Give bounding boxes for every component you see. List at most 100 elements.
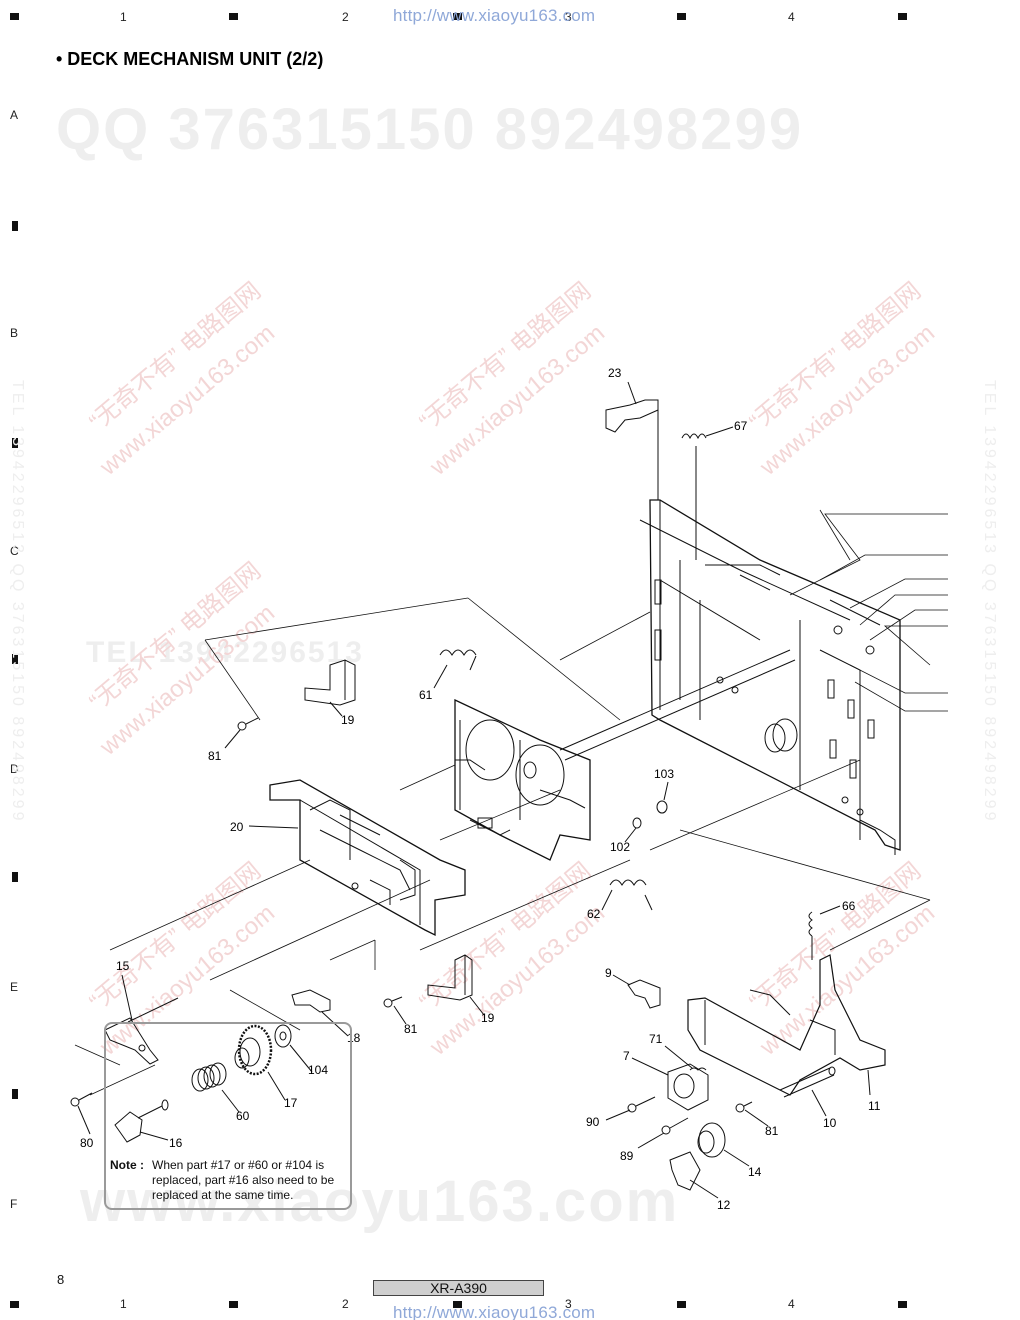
spring-71 (689, 1067, 707, 1071)
shaft-10 (779, 1066, 836, 1098)
callout-62: 62 (587, 907, 601, 921)
callout-10: 10 (823, 1116, 837, 1130)
callout-90: 90 (586, 1115, 600, 1129)
callout-19-upper: 19 (341, 713, 355, 727)
note-label: Note : (110, 1158, 144, 1172)
callout-81-lower: 81 (404, 1022, 418, 1036)
reference-lines (789, 513, 948, 712)
slide-lever-19-lower (427, 954, 473, 1001)
note-text: When part #17 or #60 or #104 is replaced… (152, 1158, 335, 1202)
gear-17 (234, 1024, 273, 1076)
knob-16 (114, 1099, 169, 1143)
spring-66 (808, 911, 813, 960)
grid-marker (677, 1301, 686, 1308)
replacement-note: Note : When part #17 or #60 or #104 is r… (110, 1158, 350, 1202)
roller-14 (697, 1122, 726, 1158)
bracket-23 (605, 399, 659, 500)
spring-60 (191, 1062, 227, 1092)
grid-row-d: D (10, 762, 19, 776)
solenoid-7 (667, 1063, 709, 1111)
grid-marker (12, 221, 18, 231)
callout-12: 12 (717, 1198, 731, 1212)
note-frame (104, 1022, 352, 1210)
bracket-9 (627, 979, 661, 1009)
grid-col-1-bottom: 1 (120, 1297, 127, 1311)
grid-marker (229, 13, 238, 20)
callout-61: 61 (419, 688, 433, 702)
lever-18 (291, 989, 331, 1013)
grid-marker (898, 1301, 907, 1308)
grid-marker (12, 438, 18, 448)
grid-row-a: A (10, 108, 19, 122)
callout-81-upper: 81 (208, 749, 222, 763)
grid-marker (12, 872, 18, 882)
callout-60: 60 (236, 1109, 250, 1123)
assembly-guides (74, 509, 931, 1096)
watermark-side-right: TEL 13942296513 QQ 376315150 892498299 (981, 380, 998, 824)
callout-17: 17 (284, 1096, 298, 1110)
grid-marker (453, 1301, 462, 1308)
callout-103: 103 (654, 767, 675, 781)
grid-col-3-top: 3 (565, 10, 572, 24)
sub-chassis-11 (687, 954, 886, 1096)
callout-104: 104 (308, 1063, 329, 1077)
grid-col-2-top: 2 (342, 10, 349, 24)
capstan-assembly (559, 649, 798, 761)
callout-80: 80 (80, 1136, 94, 1150)
screw-81-upper (237, 717, 259, 731)
watermark-url-bottom: http://www.xiaoyu163.com (393, 1303, 596, 1320)
callout-19-lower: 19 (481, 1011, 495, 1025)
grid-marker (229, 1301, 238, 1308)
callout-71: 71 (649, 1032, 663, 1046)
watermark-side-left: TEL 13942296513 QQ 376315150 892498299 (9, 380, 26, 824)
chassis-frame (639, 499, 901, 855)
callout-16: 16 (169, 1136, 183, 1150)
screw-81-lower (383, 996, 403, 1008)
grid-marker (677, 13, 686, 20)
spring-61 (439, 649, 477, 671)
screw-89 (661, 1117, 689, 1135)
watermark-url-top: http://www.xiaoyu163.com (393, 6, 596, 25)
callout-81-right: 81 (765, 1124, 779, 1138)
callout-66: 66 (842, 899, 856, 913)
callout-67: 67 (734, 419, 748, 433)
grid-row-b: B (10, 326, 19, 340)
screw-90 (627, 1096, 656, 1113)
watermark-tel: TEL 13942296513 (86, 636, 364, 669)
grid-col-3-bottom: 3 (565, 1297, 572, 1311)
grid-marker (453, 13, 462, 20)
callout-11: 11 (868, 1099, 881, 1113)
grid-marker (12, 654, 18, 664)
spring-67 (681, 433, 707, 560)
slide-lever-19-upper (304, 659, 356, 706)
page-number: 8 (57, 1272, 65, 1287)
page-title: • DECK MECHANISM UNIT (2/2) (56, 49, 324, 69)
callout-20: 20 (230, 820, 244, 834)
grid-marker (12, 1089, 18, 1099)
screw-81-right (735, 1101, 753, 1113)
watermark-qq: QQ 376315150 892498299 (56, 97, 804, 162)
callout-23: 23 (608, 366, 622, 380)
model-label: XR-A390 (373, 1280, 544, 1296)
screw-80 (70, 1092, 93, 1107)
callout-7: 7 (623, 1049, 630, 1063)
reel-base (454, 698, 591, 861)
arm-12 (669, 1151, 701, 1191)
grid-row-e: E (10, 980, 19, 994)
washer-104 (274, 1024, 292, 1048)
grid-row-c: C (10, 544, 19, 558)
callout-89: 89 (620, 1149, 634, 1163)
grid-marker (898, 13, 907, 20)
cassette-holder (269, 779, 466, 937)
callout-14: 14 (748, 1165, 762, 1179)
grid-col-2-bottom: 2 (342, 1297, 349, 1311)
washer-102 (632, 817, 642, 829)
callout-15: 15 (116, 959, 130, 973)
leader-lines (77, 381, 871, 1199)
grid-row-f: F (10, 1197, 18, 1211)
callout-102: 102 (610, 840, 631, 854)
grid-marker (10, 1301, 19, 1308)
grid-col-4-bottom: 4 (788, 1297, 795, 1311)
